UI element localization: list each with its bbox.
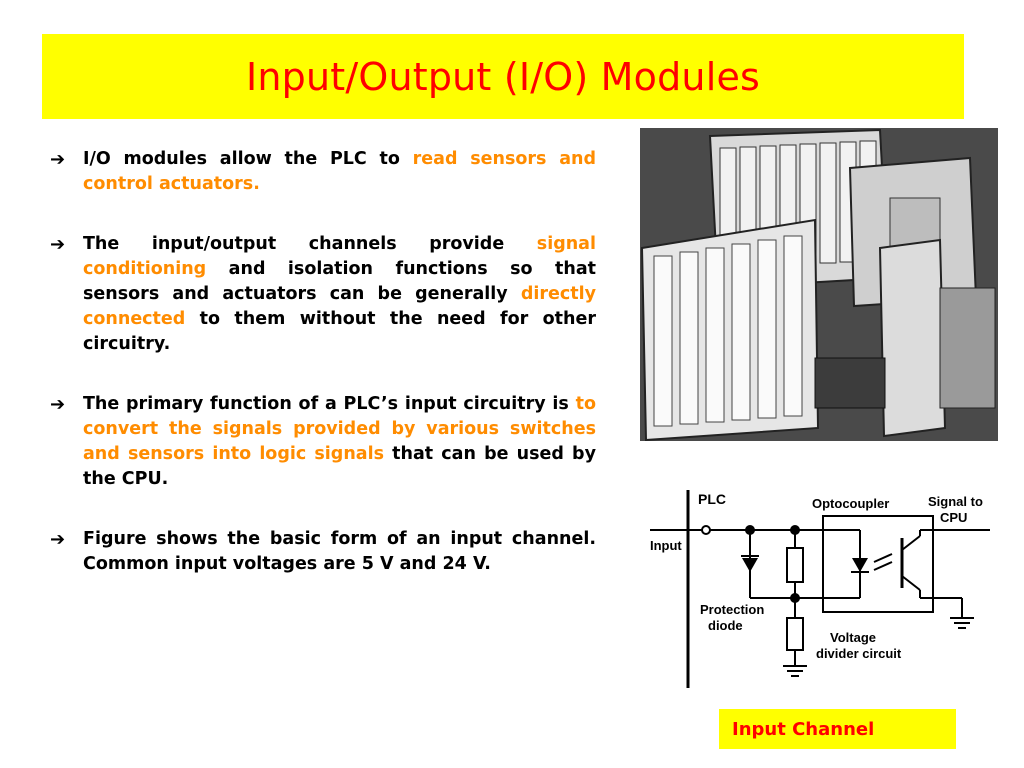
- bullet-highlight: signal conditioning: [83, 234, 596, 279]
- plc-label: PLC: [698, 491, 726, 507]
- bullet-item: ➔ The input/output channels provide sign…: [50, 232, 596, 357]
- cpu-label: CPU: [940, 510, 967, 525]
- bullet-segment: and isolation functions so that sensors …: [83, 259, 596, 304]
- plc-modules-illustration: [640, 128, 998, 441]
- right-arrow-icon: ➔: [50, 149, 66, 170]
- bullet-highlight: directly connected: [83, 284, 596, 329]
- input-label: Input: [650, 538, 682, 553]
- bullet-segment: I/O modules allow the PLC to: [83, 149, 413, 169]
- bullet-item: ➔ Figure shows the basic form of an inpu…: [50, 527, 596, 577]
- right-arrow-icon: ➔: [50, 529, 66, 550]
- divider-label: divider circuit: [816, 646, 902, 661]
- protection-diode-symbol: [742, 558, 758, 572]
- plc-modules-photo: [640, 128, 998, 441]
- input-terminal: [701, 525, 711, 535]
- signal-to-label: Signal to: [928, 494, 983, 509]
- input-channel-diagram: PLC Input Optocoupler Signal to CPU Prot…: [640, 478, 1000, 693]
- bullet-text: I/O modules allow the PLC to read sensor…: [83, 147, 596, 197]
- bullet-segment: The input/output channels provide: [83, 234, 537, 254]
- bullet-text: The primary function of a PLC’s input ci…: [83, 392, 596, 492]
- right-arrow-icon: ➔: [50, 234, 66, 255]
- optocoupler-label: Optocoupler: [812, 496, 889, 511]
- bullet-segment: The primary function of a PLC’s input ci…: [83, 394, 576, 414]
- bullet-segment: to them without the need for other circu…: [83, 309, 596, 354]
- caption-box: Input Channel: [719, 709, 956, 749]
- title-band: Input/Output (I/O) Modules: [42, 34, 964, 119]
- diode-label: diode: [708, 618, 743, 633]
- caption-text: Input Channel: [732, 718, 875, 740]
- bullet-text: Figure shows the basic form of an input …: [83, 527, 596, 577]
- bullet-segment: that can be used by the CPU.: [83, 444, 596, 489]
- optocoupler-box: [822, 515, 934, 613]
- slide-title: Input/Output (I/O) Modules: [245, 54, 761, 99]
- bullet-highlight: to convert the signals provided by vario…: [83, 394, 596, 464]
- resistor-symbol: [786, 617, 804, 651]
- bullet-item: ➔ The primary function of a PLC’s input …: [50, 392, 596, 492]
- resistor-symbol: [786, 547, 804, 583]
- bullet-item: ➔ I/O modules allow the PLC to read sens…: [50, 147, 596, 197]
- bullet-list: ➔ I/O modules allow the PLC to read sens…: [50, 147, 596, 612]
- voltage-label: Voltage: [830, 630, 876, 645]
- bullet-segment: Figure shows the basic form of an input …: [83, 529, 596, 574]
- protection-label: Protection: [700, 602, 764, 617]
- bullet-highlight: read sensors and control actuators.: [83, 149, 596, 194]
- right-arrow-icon: ➔: [50, 394, 66, 415]
- led-symbol: [852, 558, 868, 572]
- bullet-text: The input/output channels provide signal…: [83, 232, 596, 357]
